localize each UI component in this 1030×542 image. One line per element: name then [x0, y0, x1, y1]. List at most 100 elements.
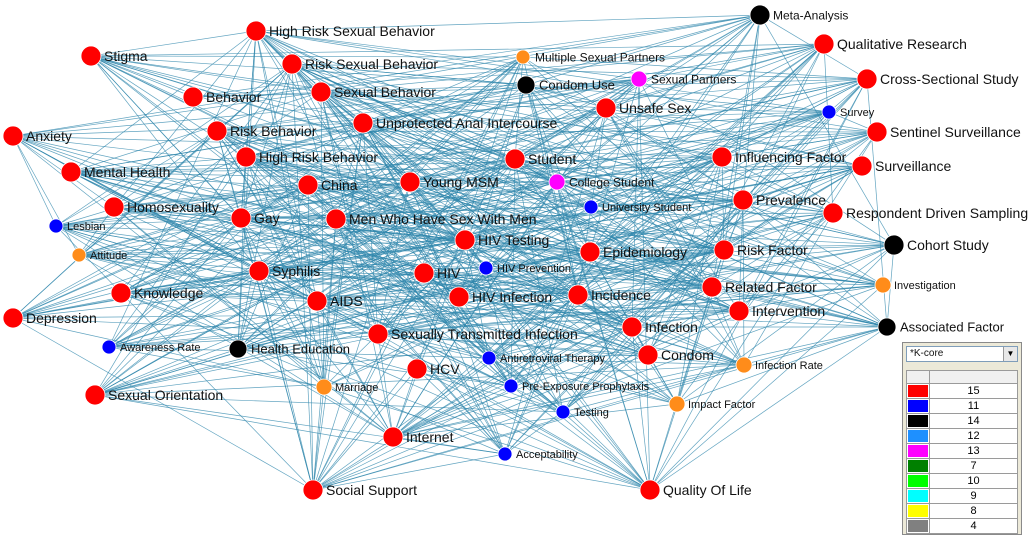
graph-node[interactable]: Risk Behavior [206, 120, 317, 142]
node-circle[interactable] [60, 161, 82, 183]
node-circle[interactable] [621, 316, 643, 338]
node-circle[interactable] [454, 229, 476, 251]
graph-node[interactable]: Sexual Behavior [310, 81, 436, 103]
node-circle[interactable] [813, 33, 835, 55]
node-circle[interactable] [579, 241, 601, 263]
node-circle[interactable] [84, 384, 106, 406]
node-circle[interactable] [310, 81, 332, 103]
graph-node[interactable]: China [297, 174, 358, 196]
graph-node[interactable]: Depression [2, 307, 97, 329]
node-circle[interactable] [548, 173, 566, 191]
graph-node[interactable]: Sentinel Surveillance [866, 121, 1021, 143]
graph-node[interactable]: Stigma [80, 45, 148, 67]
graph-node[interactable]: HIV Testing [454, 229, 549, 251]
kcore-attribute-dropdown[interactable]: *K-core ▼ [906, 346, 1018, 362]
node-circle[interactable] [448, 286, 470, 308]
graph-node[interactable]: Multiple Sexual Partners [515, 49, 665, 65]
graph-node[interactable]: Antiretroviral Therapy [481, 350, 605, 366]
node-circle[interactable] [406, 358, 428, 380]
node-circle[interactable] [325, 208, 347, 230]
graph-node[interactable]: Lesbian [48, 218, 106, 234]
graph-node[interactable]: Anxiety [2, 125, 72, 147]
node-circle[interactable] [315, 378, 333, 396]
graph-node[interactable]: Marriage [315, 378, 378, 396]
node-circle[interactable] [874, 276, 892, 294]
graph-node[interactable]: Quality Of Life [639, 479, 752, 501]
node-circle[interactable] [2, 125, 24, 147]
graph-node[interactable]: Infection Rate [735, 356, 823, 374]
node-circle[interactable] [182, 86, 204, 108]
node-circle[interactable] [711, 146, 733, 168]
node-circle[interactable] [382, 426, 404, 448]
graph-node[interactable]: Cross-Sectional Study [856, 68, 1019, 90]
node-circle[interactable] [639, 479, 661, 501]
graph-node[interactable]: Infection [621, 316, 698, 338]
graph-node[interactable]: Unprotected Anal Intercourse [352, 112, 558, 134]
graph-node[interactable]: Pre-Exposure Prophylaxis [503, 378, 650, 394]
graph-node[interactable]: Incidence [567, 284, 651, 306]
graph-node[interactable]: Acceptability [497, 446, 578, 462]
graph-node[interactable]: AIDS [306, 290, 363, 312]
graph-node[interactable]: Sexual Partners [630, 70, 736, 88]
node-circle[interactable] [583, 199, 599, 215]
graph-node[interactable]: Qualitative Research [813, 33, 967, 55]
node-circle[interactable] [352, 112, 374, 134]
node-circle[interactable] [399, 171, 421, 193]
node-circle[interactable] [701, 276, 723, 298]
graph-node[interactable]: Testing [555, 404, 609, 420]
graph-node[interactable]: Homosexuality [103, 196, 219, 218]
node-circle[interactable] [668, 395, 686, 413]
graph-node[interactable]: HIV Prevention [478, 260, 571, 276]
graph-node[interactable]: HCV [406, 358, 460, 380]
graph-node[interactable]: HIV Infection [448, 286, 552, 308]
graph-node[interactable]: Intervention [728, 300, 825, 322]
graph-node[interactable]: University Student [583, 199, 691, 215]
graph-node[interactable]: Condom [637, 344, 714, 366]
graph-node[interactable]: Surveillance [851, 155, 951, 177]
node-circle[interactable] [281, 53, 303, 75]
graph-node[interactable]: Sexually Transmitted Infection [367, 323, 578, 345]
node-circle[interactable] [245, 20, 267, 42]
graph-node[interactable]: Attitude [71, 247, 127, 263]
node-circle[interactable] [516, 75, 536, 95]
node-circle[interactable] [821, 104, 837, 120]
node-circle[interactable] [248, 260, 270, 282]
node-circle[interactable] [413, 262, 435, 284]
node-circle[interactable] [481, 350, 497, 366]
graph-node[interactable]: High Risk Sexual Behavior [245, 20, 435, 42]
graph-node[interactable]: Awareness Rate [101, 339, 201, 355]
node-circle[interactable] [297, 174, 319, 196]
graph-node[interactable]: Mental Health [60, 161, 170, 183]
node-circle[interactable] [306, 290, 328, 312]
graph-node[interactable]: Survey [821, 104, 875, 120]
node-circle[interactable] [2, 307, 24, 329]
node-circle[interactable] [637, 344, 659, 366]
graph-node[interactable]: Respondent Driven Sampling [822, 202, 1028, 224]
graph-node[interactable]: Influencing Factor [711, 146, 847, 168]
node-circle[interactable] [856, 68, 878, 90]
graph-node[interactable]: Risk Sexual Behavior [281, 53, 438, 75]
graph-node[interactable]: Epidemiology [579, 241, 687, 263]
node-circle[interactable] [732, 189, 754, 211]
node-circle[interactable] [822, 202, 844, 224]
node-circle[interactable] [497, 446, 513, 462]
node-circle[interactable] [877, 317, 897, 337]
node-circle[interactable] [101, 339, 117, 355]
graph-node[interactable]: Social Support [302, 479, 417, 501]
graph-node[interactable]: Men Who Have Sex With Men [325, 208, 537, 230]
graph-node[interactable]: Young MSM [399, 171, 499, 193]
graph-node[interactable]: Cohort Study [883, 234, 989, 256]
node-circle[interactable] [206, 120, 228, 142]
node-circle[interactable] [71, 247, 87, 263]
graph-node[interactable]: Sexual Orientation [84, 384, 223, 406]
node-circle[interactable] [230, 207, 252, 229]
node-circle[interactable] [630, 70, 648, 88]
graph-node[interactable]: Health Education [228, 339, 350, 359]
graph-node[interactable]: Student [504, 148, 576, 170]
graph-node[interactable]: Related Factor [701, 276, 817, 298]
node-circle[interactable] [515, 49, 531, 65]
node-circle[interactable] [80, 45, 102, 67]
graph-node[interactable]: College Student [548, 173, 655, 191]
node-circle[interactable] [713, 239, 735, 261]
node-circle[interactable] [595, 97, 617, 119]
